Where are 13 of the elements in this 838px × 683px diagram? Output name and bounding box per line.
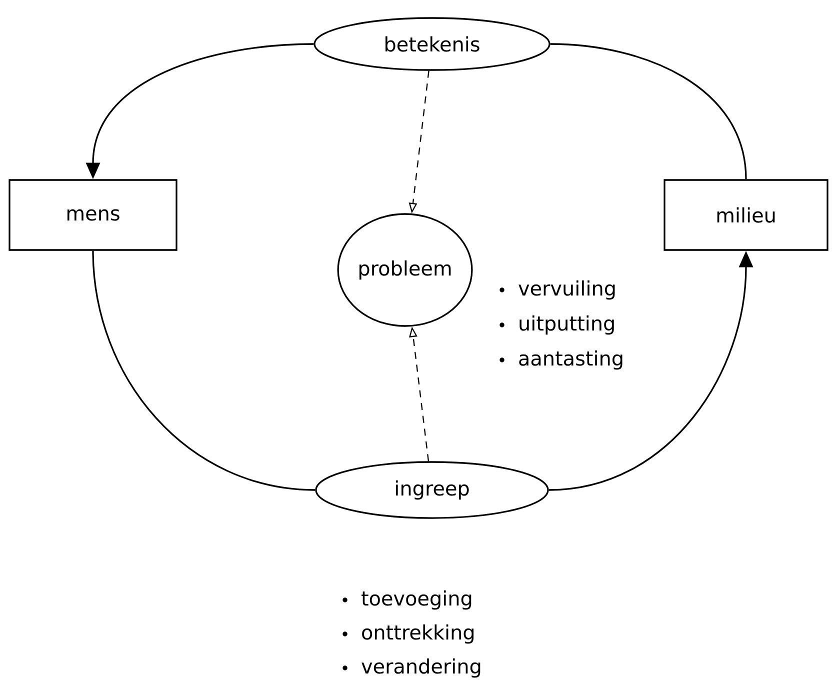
- circle-node: probleem: [337, 213, 473, 327]
- list-item: aantasting: [519, 350, 622, 370]
- connector-line: [550, 43, 747, 180]
- list-item: vervuiling: [518, 280, 615, 300]
- connector-line: [92, 250, 316, 491]
- rectangle-box: mens: [8, 179, 178, 251]
- rectangle-box: milieu: [664, 179, 828, 251]
- list-item: uitputting: [520, 315, 614, 335]
- list-item: verandering: [362, 658, 480, 678]
- ellipse-node: ingreep: [315, 461, 549, 519]
- ellipse-node: betekenis: [314, 17, 550, 71]
- list-item: toevoeging: [362, 590, 472, 610]
- list-item: onttrekking: [362, 624, 474, 644]
